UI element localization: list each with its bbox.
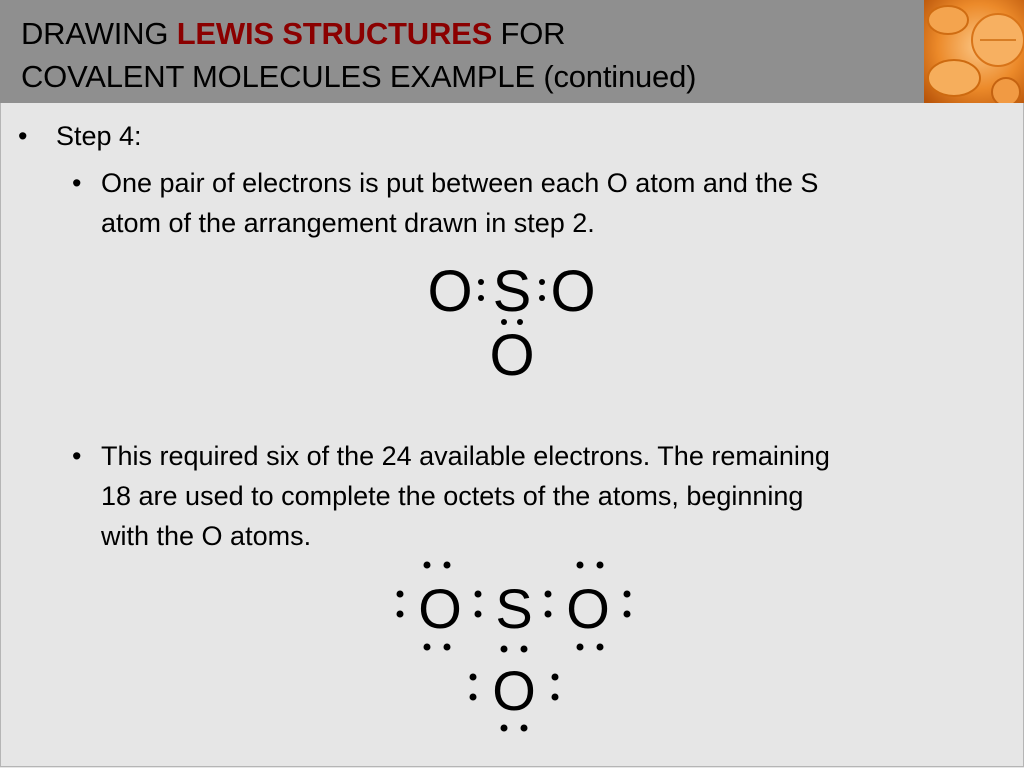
electron-dot <box>500 645 508 653</box>
atom-o-bottom: O <box>489 323 534 385</box>
bullet-marker: • <box>72 168 82 198</box>
title-highlight: LEWIS STRUCTURES <box>176 16 493 51</box>
electron-dots <box>396 561 631 732</box>
bullet-line-1: One pair of electrons is put between eac… <box>101 168 819 198</box>
bonding-electron-dots <box>478 279 545 325</box>
electron-dot <box>396 610 404 618</box>
electron-dot <box>520 724 528 732</box>
bullet-text: This required six of the 24 available el… <box>101 436 1001 556</box>
atom-symbols: O S O O <box>418 577 610 722</box>
electron-dot <box>623 590 631 598</box>
electron-dot <box>520 645 528 653</box>
bullet-text: One pair of electrons is put between eac… <box>101 163 1001 243</box>
electron-dot <box>500 724 508 732</box>
bullet-line-3: with the O atoms. <box>101 521 312 551</box>
bullet-line-2: atom of the arrangement drawn in step 2. <box>101 208 595 238</box>
atom-s-center: S <box>495 577 532 640</box>
title-bar: DRAWING LEWIS STRUCTURES FOR COVALENT MOL… <box>0 0 1024 103</box>
electron-dot <box>576 561 584 569</box>
electron-dot <box>443 643 451 651</box>
electron-dot <box>474 590 482 598</box>
atom-symbols: O S O O <box>427 259 595 385</box>
electron-dot <box>596 561 604 569</box>
electron-dot <box>551 673 559 681</box>
electron-dot <box>539 279 545 285</box>
bullet-line-2: 18 are used to complete the octets of th… <box>101 481 804 511</box>
atom-o-right: O <box>566 577 610 640</box>
lewis-structure-complete-octets: O S O O <box>396 561 631 732</box>
title-text-pre: DRAWING <box>21 16 177 51</box>
electron-dot <box>478 295 484 301</box>
bullet-marker: • <box>72 441 82 471</box>
pills-photo <box>924 0 1024 103</box>
lewis-structure-bonding-pairs: O S O O <box>427 259 595 385</box>
electron-dot <box>539 295 545 301</box>
atom-o-left: O <box>418 577 462 640</box>
electron-dot <box>478 279 484 285</box>
electron-dot <box>501 319 507 325</box>
electron-dot <box>423 643 431 651</box>
electron-dot <box>623 610 631 618</box>
electron-dot <box>396 590 404 598</box>
electron-dot <box>474 610 482 618</box>
electron-dot <box>469 673 477 681</box>
title-text-post: FOR <box>492 16 566 51</box>
atom-s-center: S <box>493 259 532 324</box>
electron-dot <box>423 561 431 569</box>
electron-dot <box>576 643 584 651</box>
bullet-line-1: This required six of the 24 available el… <box>101 441 830 471</box>
electron-dot <box>596 643 604 651</box>
electron-dot <box>544 590 552 598</box>
atom-o-bottom: O <box>492 659 536 722</box>
electron-dot <box>517 319 523 325</box>
electron-dot <box>443 561 451 569</box>
electron-dot <box>469 693 477 701</box>
slide-title: DRAWING LEWIS STRUCTURES FOR COVALENT MOL… <box>21 12 696 98</box>
electron-dot <box>544 610 552 618</box>
title-line-2: COVALENT MOLECULES EXAMPLE (continued) <box>21 59 697 94</box>
atom-o-right: O <box>550 259 595 324</box>
bullet-marker: • <box>18 121 28 151</box>
electron-dot <box>551 693 559 701</box>
atom-o-left: O <box>427 259 472 324</box>
step-label: Step 4: <box>56 121 142 151</box>
